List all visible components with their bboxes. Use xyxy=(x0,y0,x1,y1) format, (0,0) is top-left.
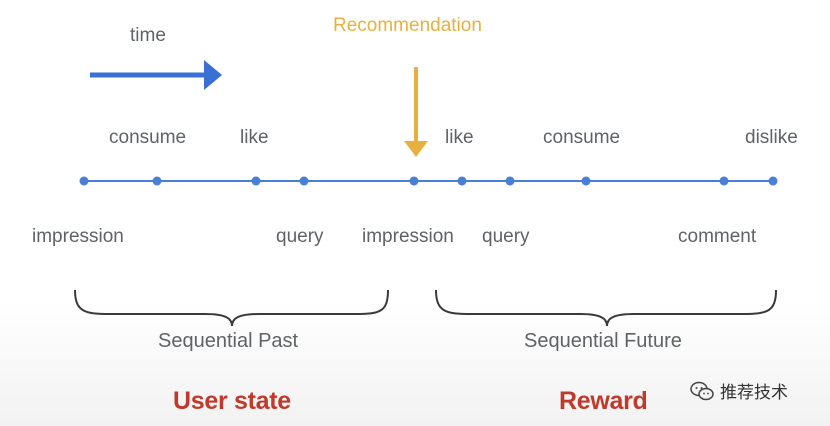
recommendation-arrow xyxy=(404,67,428,157)
sequential-past-label: Sequential Past xyxy=(158,330,299,352)
timeline-dots xyxy=(79,176,778,186)
time-label: time xyxy=(130,25,166,46)
sequential-future-label: Sequential Future xyxy=(524,330,682,352)
time-arrow xyxy=(90,60,222,90)
event-dot xyxy=(457,176,467,186)
event-dot xyxy=(768,176,778,186)
recommendation-label: Recommendation xyxy=(333,15,482,36)
event-dot xyxy=(299,176,309,186)
watermark: 推荐技术 xyxy=(690,378,788,403)
event-label-below: impression xyxy=(32,226,124,247)
event-dot xyxy=(152,176,162,186)
event-dot xyxy=(505,176,515,186)
event-dot xyxy=(409,176,419,186)
event-dot xyxy=(581,176,591,186)
event-label-above: consume xyxy=(543,127,621,148)
event-label-above: like xyxy=(445,127,474,148)
event-dot xyxy=(251,176,261,186)
event-dot xyxy=(79,176,89,186)
future-brace xyxy=(435,289,777,327)
event-label-below: query xyxy=(276,226,324,247)
event-label-above: like xyxy=(240,127,269,148)
watermark-text: 推荐技术 xyxy=(720,383,788,403)
event-dot xyxy=(719,176,729,186)
event-label-below: impression xyxy=(362,226,454,247)
user-state-label: User state xyxy=(173,387,291,415)
reward-label: Reward xyxy=(559,387,648,415)
event-label-below: comment xyxy=(678,226,757,247)
wechat-icon xyxy=(690,381,714,400)
event-label-above: consume xyxy=(109,127,187,148)
event-label-below: query xyxy=(482,226,530,247)
past-brace xyxy=(74,289,389,327)
event-label-above: dislike xyxy=(745,127,798,148)
